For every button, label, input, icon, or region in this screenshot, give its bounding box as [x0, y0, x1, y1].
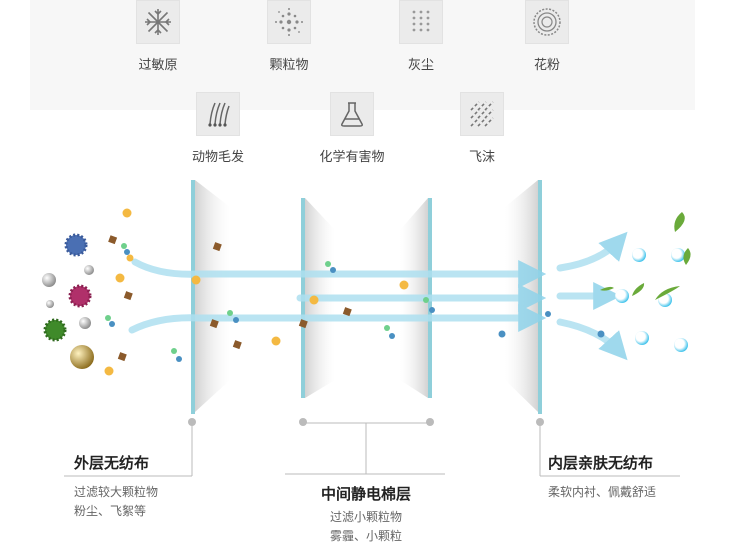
- pollutant-animal-hair: 动物毛发: [173, 92, 263, 165]
- airflow-arrow-bottom: [128, 304, 547, 334]
- pollutant-allergen: 过敏原: [113, 0, 203, 73]
- pollutant-label: 灰尘: [407, 58, 434, 73]
- clean-air-bubble: [632, 248, 646, 262]
- outer-filter-edge: [191, 180, 195, 414]
- coarse-particle: [342, 307, 352, 317]
- outflow-arrow-up: [556, 231, 628, 272]
- coarse-particle: [298, 319, 308, 329]
- pollutant-label: 动物毛发: [191, 150, 244, 165]
- dust-dot: [126, 254, 134, 262]
- virus-blue: [64, 233, 88, 257]
- grey-particle: [79, 317, 91, 329]
- hair-icon: [196, 92, 240, 136]
- snowflake-icon: [136, 0, 180, 44]
- inner-filter-edge: [538, 180, 542, 414]
- leader-dots: [188, 418, 544, 426]
- dust-dot: [104, 366, 114, 376]
- virus-green: [43, 318, 67, 342]
- coarse-particle: [117, 352, 127, 362]
- pollutant-label: 颗粒物: [269, 58, 309, 73]
- leaf-icon: [600, 286, 614, 291]
- coarse-particle: [108, 235, 118, 245]
- leaf-icon: [655, 286, 680, 300]
- coarse-particle: [123, 291, 133, 301]
- flask-icon: [330, 92, 374, 136]
- dust-icon: [399, 0, 443, 44]
- inner-layer-desc-line1: 柔软内衬、佩戴舒适: [548, 485, 657, 499]
- inner-layer-title: 内层亲肤无纺布: [548, 454, 654, 472]
- pollen-icon: [525, 0, 569, 44]
- grey-particle: [84, 265, 94, 275]
- gold-particle: [70, 345, 94, 369]
- dust-dot: [115, 273, 125, 283]
- coarse-particle: [232, 340, 242, 350]
- particles-icon: [267, 0, 311, 44]
- middle-layer-desc-line1: 过滤小颗粒物: [329, 510, 402, 524]
- dust-dot: [122, 208, 132, 218]
- clean-air-bubble: [615, 289, 629, 303]
- leaf-icon: [674, 212, 685, 232]
- outer-layer-desc: 过滤较大颗粒物 粉尘、飞絮等: [74, 483, 158, 521]
- clean-air-bubble: [671, 248, 685, 262]
- clean-air-output: [597, 212, 691, 352]
- droplets-icon: [460, 92, 504, 136]
- dust-dot: [271, 336, 281, 346]
- outer-filter-panel: [195, 180, 230, 412]
- pollutant-label: 过敏原: [138, 58, 178, 73]
- virus-magenta: [68, 284, 92, 308]
- inner-layer-desc: 柔软内衬、佩戴舒适: [548, 483, 656, 502]
- fine-particles: [105, 243, 551, 362]
- grey-particle: [42, 273, 56, 287]
- leaf-icon: [683, 248, 691, 265]
- outer-layer-desc-line1: 过滤较大颗粒物: [74, 485, 159, 499]
- dust-dot: [399, 280, 409, 290]
- coarse-particle: [212, 242, 222, 252]
- pollutant-droplets: 飞沫: [437, 92, 527, 165]
- middle-layer-desc-line2: 雾霾、小颗粒: [329, 529, 402, 543]
- pollutant-pollen: 花粉: [502, 0, 592, 73]
- pollutant-label: 花粉: [533, 58, 560, 73]
- grey-particle: [46, 300, 54, 308]
- leaf-icon: [632, 283, 645, 296]
- dust-dot: [309, 295, 319, 305]
- pollutant-chemicals: 化学有害物: [307, 92, 397, 165]
- outflow-arrow-down: [556, 318, 628, 361]
- pollutant-label: 化学有害物: [319, 150, 385, 165]
- leader-lines: [64, 422, 680, 477]
- middle-layer-desc: 过滤小颗粒物 雾霾、小颗粒: [266, 508, 466, 546]
- airflow-arrow-top: [131, 258, 547, 288]
- outer-layer-title: 外层无纺布: [74, 454, 150, 472]
- clean-air-bubble: [674, 338, 688, 352]
- clean-air-bubble: [635, 331, 649, 345]
- dust-dot: [191, 275, 201, 285]
- incoming-pollutants: [42, 208, 551, 376]
- coarse-particle: [209, 319, 219, 329]
- pollutant-label: 飞沫: [468, 150, 495, 165]
- pollutant-dust: 灰尘: [376, 0, 466, 73]
- middle-layer-title: 中间静电棉层: [320, 485, 411, 503]
- pollutant-particulates: 颗粒物: [244, 0, 334, 73]
- outer-layer-desc-line2: 粉尘、飞絮等: [74, 504, 147, 518]
